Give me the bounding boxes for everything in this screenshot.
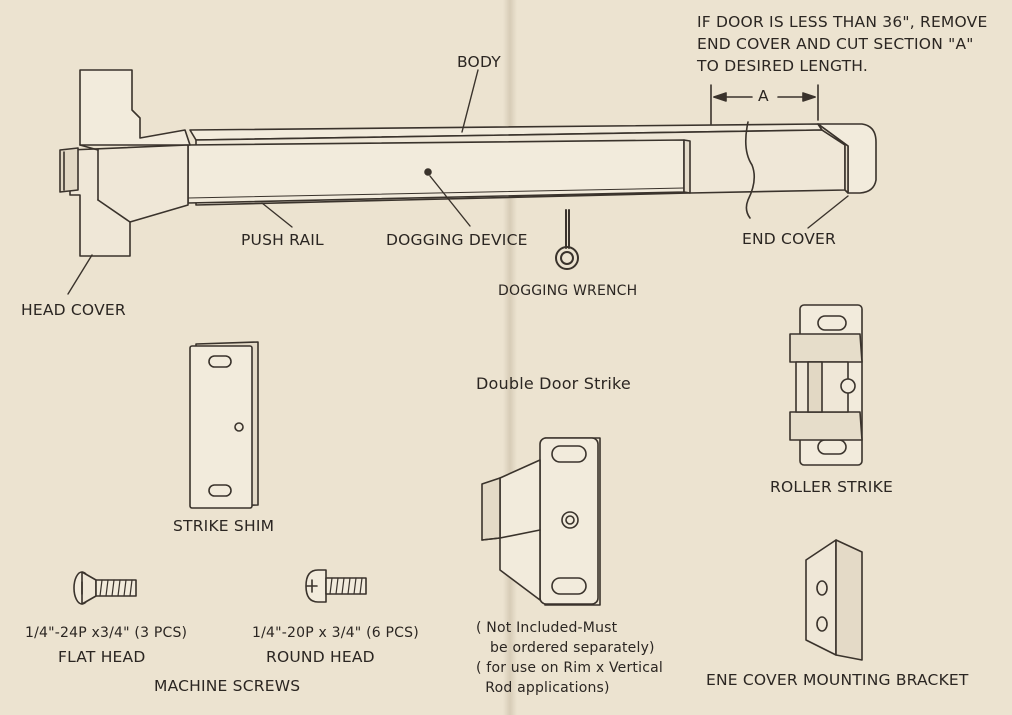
body-label: BODY	[457, 53, 501, 71]
door-note-line-2: END COVER AND CUT SECTION "A"	[697, 35, 974, 53]
round-head-screw	[305, 569, 367, 603]
bracket-label: ENE COVER MOUNTING BRACKET	[706, 671, 969, 689]
door-note-line-3: TO DESIRED LENGTH.	[697, 57, 869, 75]
strike-shim-label: STRIKE SHIM	[173, 517, 275, 535]
round-head-label: ROUND HEAD	[266, 648, 375, 666]
round-screw-spec: 1/4"-20P x 3/4" (6 PCS)	[252, 625, 419, 641]
roller-strike-label: ROLLER STRIKE	[770, 478, 893, 496]
head-cover-label: HEAD COVER	[21, 301, 126, 319]
flat-head-screw	[73, 571, 137, 605]
end-cover	[817, 123, 877, 194]
end-cover-label: END COVER	[742, 230, 836, 248]
double-door-strike-shape	[481, 437, 601, 606]
flat-screw-spec: 1/4"-24P x3/4" (3 PCS)	[25, 625, 188, 641]
machine-screws-label: MACHINE SCREWS	[154, 677, 301, 695]
door-note: IF DOOR IS LESS THAN 36", REMOVE END COV…	[697, 12, 987, 76]
flat-head-label: FLAT HEAD	[58, 648, 146, 666]
bracket-shape	[805, 539, 863, 661]
double-door-strike-label: Double Door Strike	[476, 374, 631, 393]
roller-strike-shape	[789, 304, 863, 466]
leader-lines	[67, 69, 849, 295]
dogging-wrench-shape	[555, 209, 579, 270]
head-cover-top	[79, 69, 191, 146]
section-a-dimension	[710, 84, 819, 125]
head-cover	[69, 144, 189, 257]
push-rail-label: PUSH RAIL	[241, 231, 324, 249]
strike-shim-shape	[189, 341, 259, 509]
dogging-device-label: DOGGING DEVICE	[386, 231, 528, 249]
dogging-hole	[424, 168, 432, 176]
exit-device-bar	[59, 69, 877, 257]
door-note-line-1: IF DOOR IS LESS THAN 36", REMOVE	[697, 13, 988, 31]
push-rail	[187, 139, 685, 204]
dogging-wrench-label: DOGGING WRENCH	[498, 283, 638, 299]
strike-note: ( Not Included-Must be ordered separatel…	[476, 620, 663, 696]
section-a-label: A	[758, 87, 769, 105]
